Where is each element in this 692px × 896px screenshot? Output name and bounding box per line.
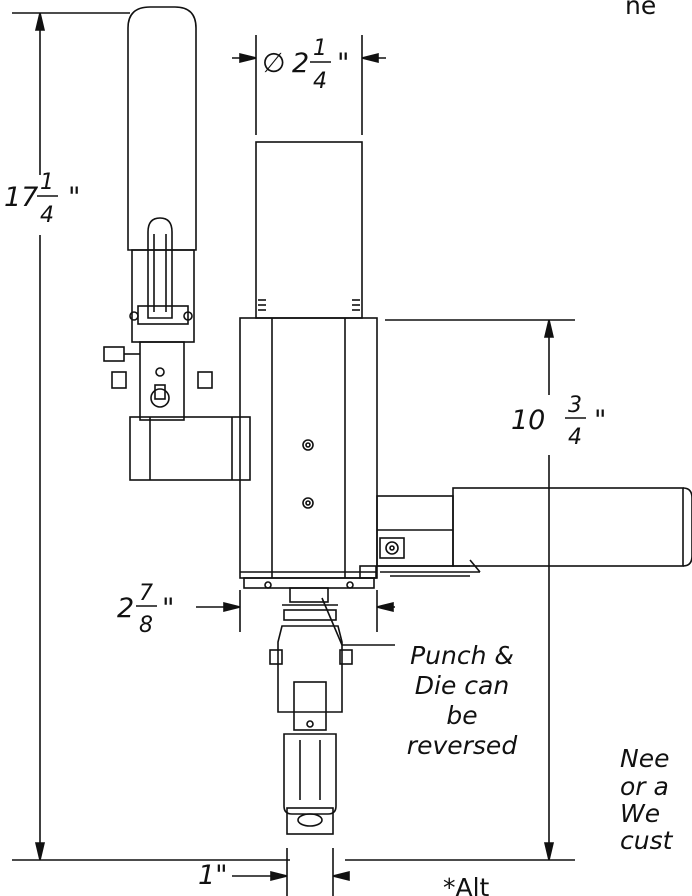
overall-height-label: 17 1 4 "	[4, 170, 80, 228]
edge-text-bottom: *Alt	[443, 873, 490, 896]
callout-line-2: Die can	[415, 671, 509, 700]
tube-diameter-label: ∅ 2 1 4 "	[262, 36, 349, 94]
tube-diameter-dimension	[232, 35, 386, 135]
body-height-label: 10 3 4 "	[511, 393, 606, 450]
left-handle-assembly	[103, 6, 251, 481]
body-height-denominator: 4	[568, 425, 582, 450]
body-height-dimension	[345, 319, 575, 861]
main-body	[239, 317, 378, 589]
callout-line-1: Punch &	[410, 641, 514, 670]
right-handle-assembly	[376, 487, 692, 577]
side-note-line-1: Nee	[620, 744, 669, 773]
callout-line-3: be	[446, 701, 477, 730]
side-note-line-2: or a	[620, 772, 669, 801]
punch-die-section	[232, 587, 353, 896]
overall-height-denominator: 4	[40, 203, 54, 228]
side-note-line-3: We	[620, 799, 660, 828]
callout-line-4: reversed	[407, 731, 518, 760]
side-note-cropped: Nee or a We cust	[620, 744, 674, 855]
die-width-label: 1"	[198, 860, 228, 891]
body-width-numerator: 7	[139, 581, 153, 606]
body-width-unit: "	[162, 593, 174, 624]
upper-tube	[255, 141, 363, 319]
diameter-symbol: ∅	[262, 48, 286, 79]
tube-diameter-unit: "	[337, 48, 349, 79]
tube-diameter-numerator: 1	[313, 36, 327, 61]
body-width-dimension	[196, 590, 395, 632]
body-height-whole: 10	[511, 405, 545, 436]
overall-height-dimension	[12, 12, 290, 861]
punch-die-callout: Punch & Die can be reversed	[407, 641, 518, 760]
overall-height-unit: "	[68, 182, 80, 213]
overall-height-whole: 17	[4, 182, 38, 213]
edge-text-top: ne	[625, 0, 656, 20]
punch-die-leader	[321, 597, 395, 646]
body-width-denominator: 8	[139, 613, 153, 638]
body-width-label: 2 7 8 "	[117, 581, 174, 638]
overall-height-numerator: 1	[40, 170, 54, 195]
side-note-line-4: cust	[620, 826, 674, 855]
body-height-unit: "	[594, 405, 606, 436]
body-width-whole: 2	[117, 593, 134, 624]
tube-diameter-whole: 2	[292, 48, 309, 79]
tube-diameter-denominator: 4	[313, 69, 327, 94]
body-height-numerator: 3	[568, 393, 582, 418]
